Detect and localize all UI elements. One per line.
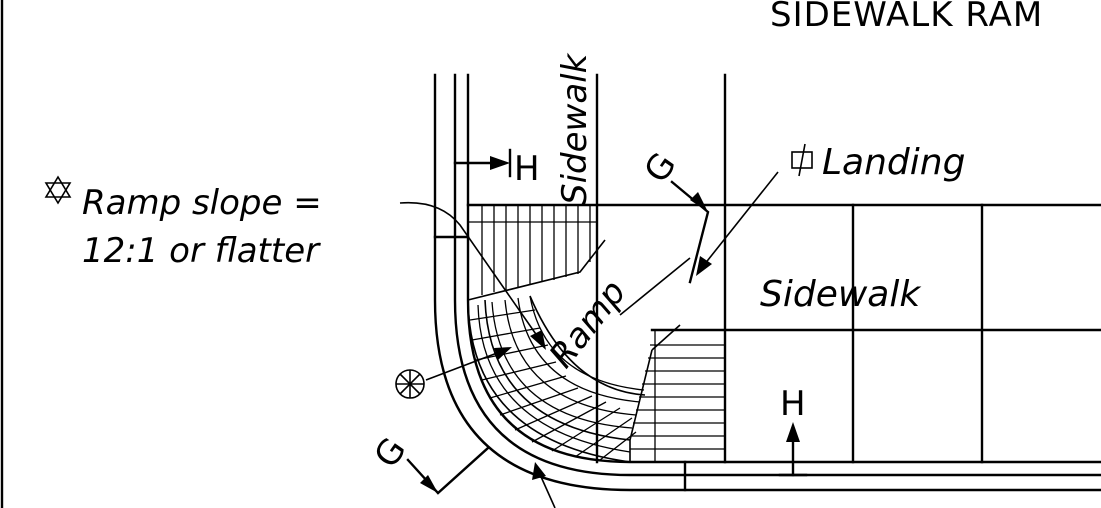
star-of-david-icon (44, 175, 72, 205)
top-flare-hatch (467, 205, 606, 301)
section-marker-h-top (453, 148, 512, 178)
ramp-label: Ramp (542, 273, 635, 376)
ramp-label-line (619, 257, 691, 316)
section-label-g-bottom: G (367, 431, 415, 476)
ramp-slope-note-line2: 12:1 or flatter (82, 231, 321, 271)
sidewalk-label-horizontal: Sidewalk (760, 274, 922, 315)
centerline-icon (791, 143, 813, 177)
ramp-slope-leader (399, 201, 546, 350)
circled-asterisk-icon (395, 369, 425, 399)
section-label-g-top: G (637, 146, 685, 191)
section-cut-g-top (670, 180, 710, 284)
section-marker-h-bottom (778, 422, 808, 477)
section-label-h-top: H (514, 149, 540, 189)
curb-leader (532, 462, 556, 508)
drawing-title: SIDEWALK RAM (770, 0, 1043, 35)
sidewalk-label-vertical: Sidewalk (555, 52, 595, 205)
landing-leader (696, 171, 779, 276)
bottom-flare-hatch (629, 324, 725, 462)
warning-surface-leader (425, 347, 512, 381)
ramp-slope-note-line1: Ramp slope = (82, 183, 322, 223)
section-cut-g-bottom (406, 446, 490, 495)
landing-label: Landing (822, 142, 965, 183)
section-label-h-bottom: H (780, 384, 806, 424)
detectable-warning-surface (467, 295, 646, 463)
